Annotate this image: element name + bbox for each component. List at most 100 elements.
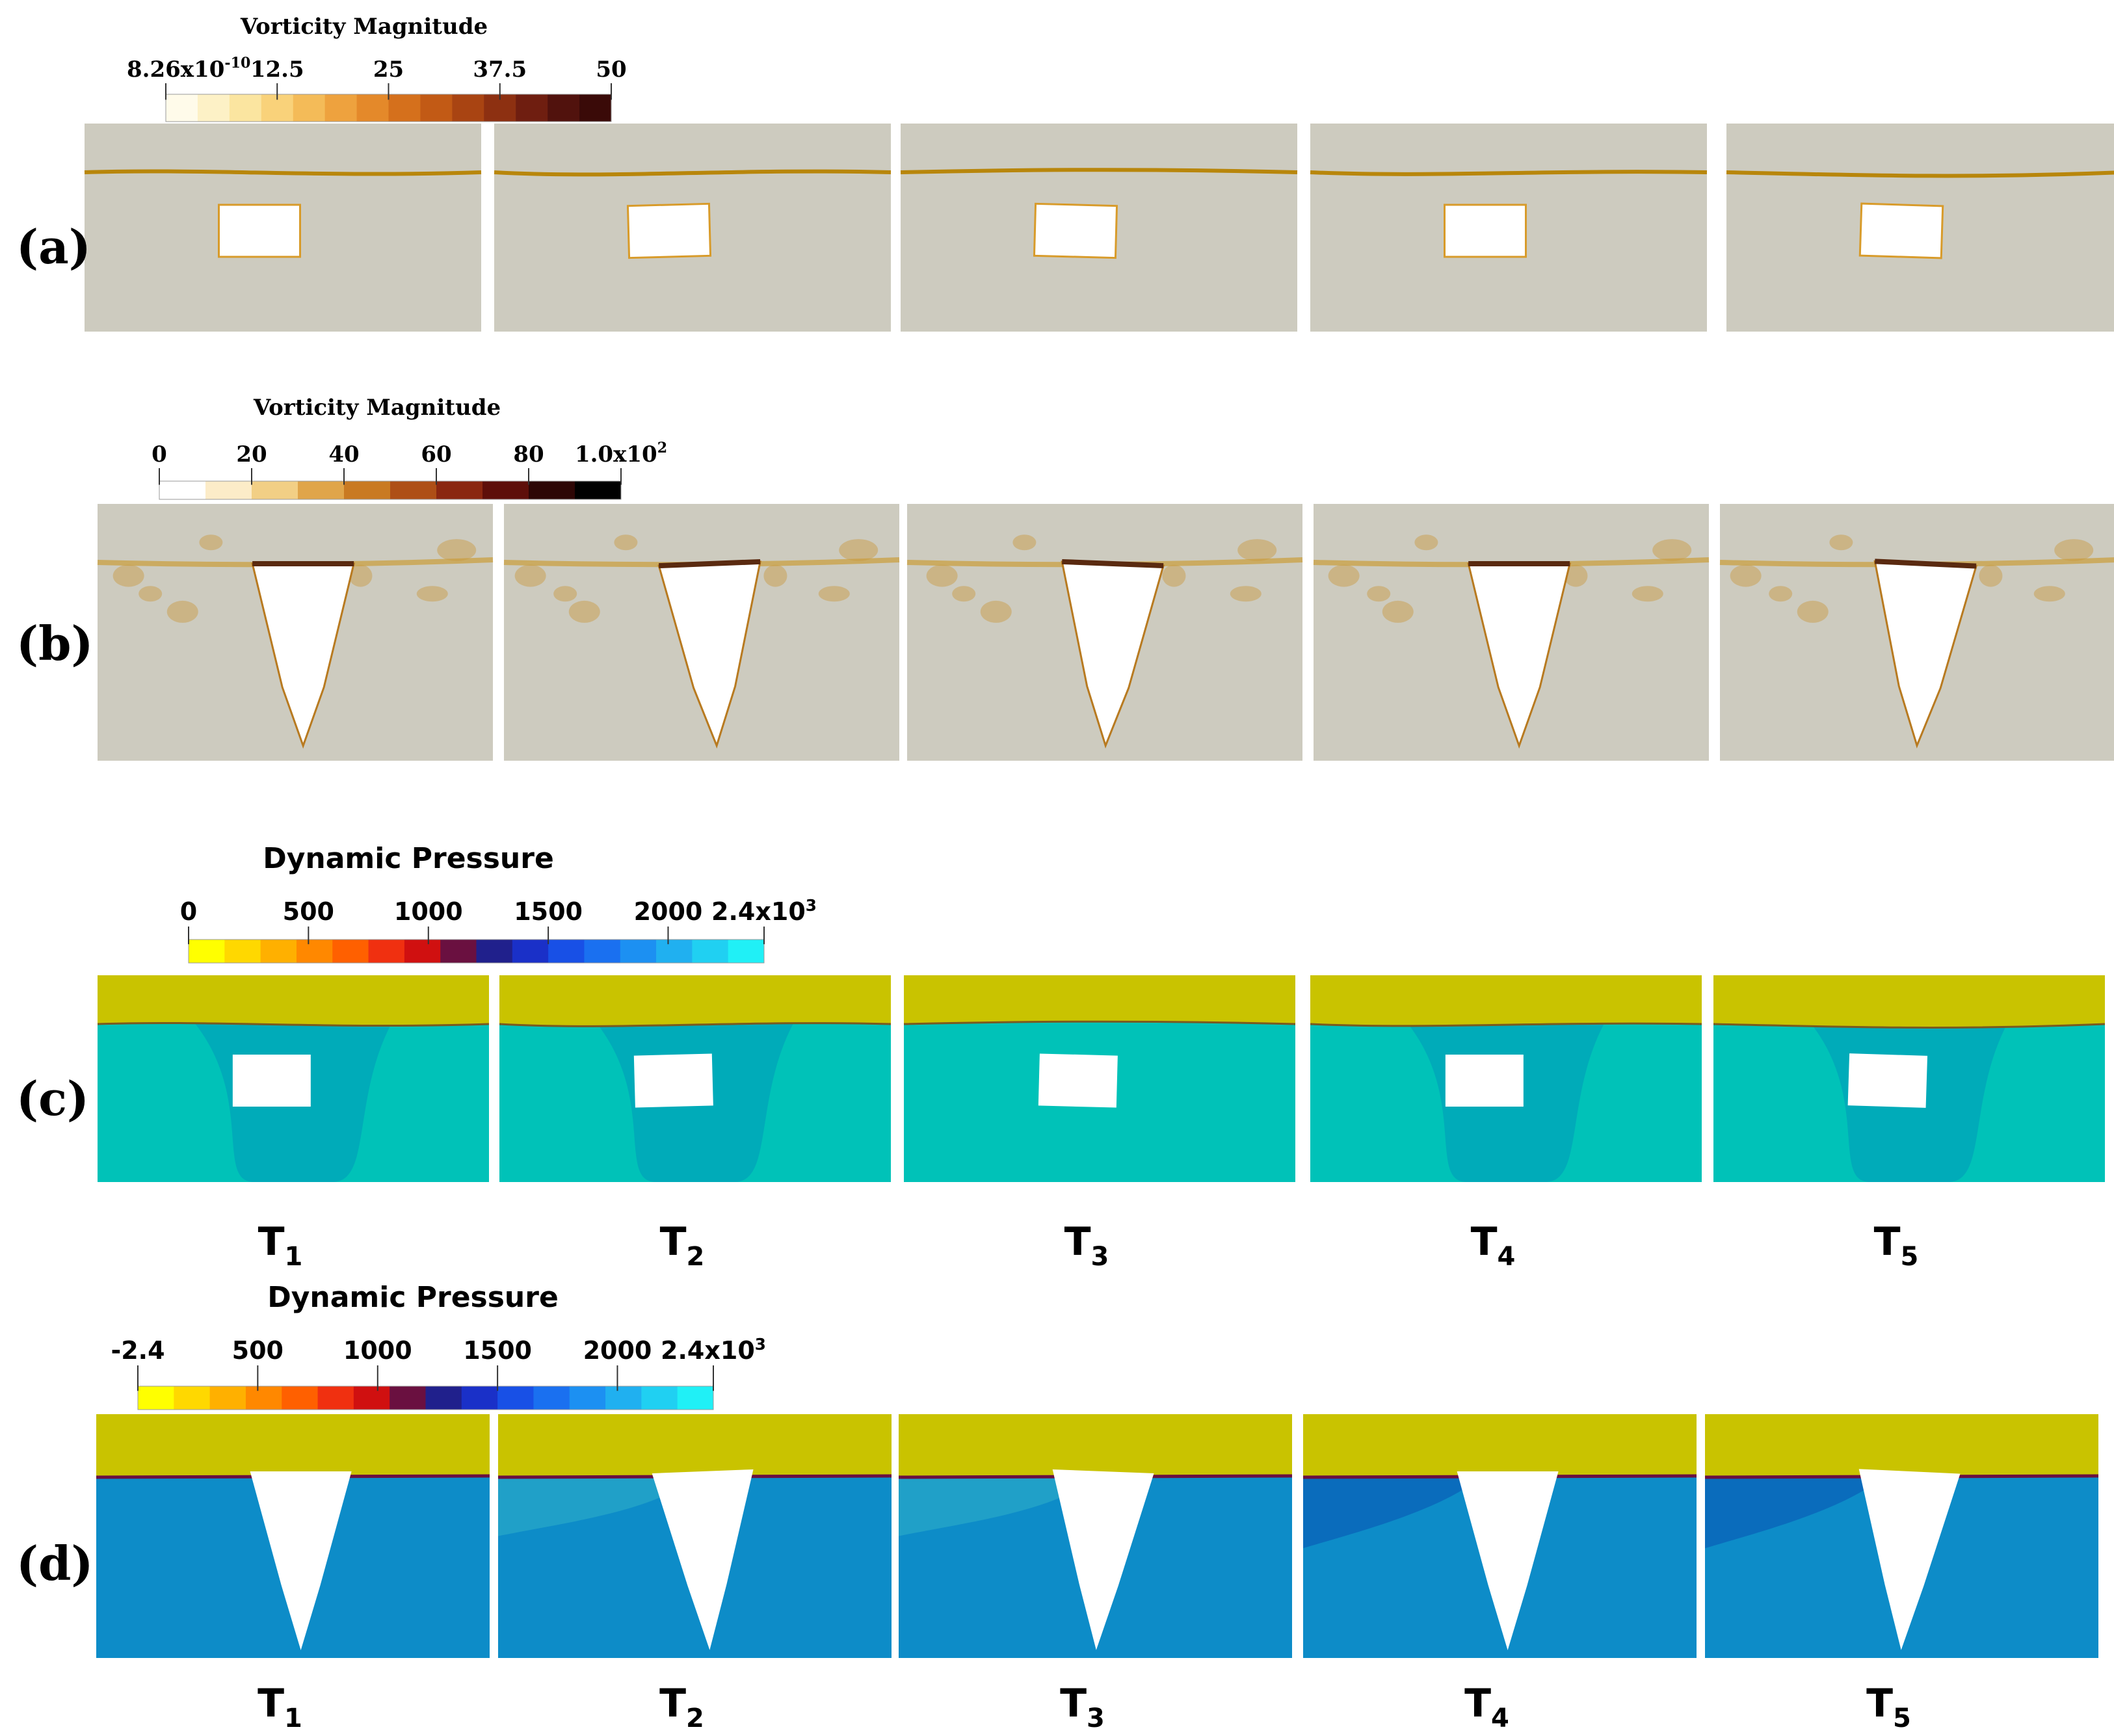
vortex-blob [1564, 564, 1588, 587]
colorbar-tick-label: 0 [180, 897, 197, 926]
free-surface-line [494, 169, 892, 177]
vortex-blob [199, 534, 223, 551]
air-region [98, 975, 489, 1026]
colorbar-tick-label: 60 [421, 441, 451, 467]
panel-d-t5 [1704, 1414, 2099, 1658]
colorbar-tick-label: 25 [373, 57, 404, 83]
panel-a-t1 [84, 124, 482, 332]
colorbar-swatch [209, 1386, 246, 1410]
colorbar-swatch [482, 481, 529, 499]
free-surface-line [1310, 170, 1708, 176]
colorbar-swatch [282, 1386, 319, 1410]
colorbar-swatch [512, 940, 549, 963]
vortex-blob [763, 564, 787, 587]
time-label-t3: T3 [1060, 1681, 1105, 1733]
vortex-blob [952, 586, 976, 602]
colorbar-swatch [189, 940, 225, 963]
time-subscript: 1 [284, 1703, 302, 1733]
air-region [1303, 1414, 1697, 1477]
vortex-blob [614, 534, 638, 551]
air-region [899, 1414, 1292, 1477]
colorbar-tick-label: 2.4x103 [661, 1335, 766, 1365]
panel-d-t3 [898, 1414, 1293, 1658]
colorbar-swatch [420, 94, 453, 122]
colorbar-swatch [533, 1386, 570, 1410]
rectangular-body [633, 1053, 713, 1108]
panel-a-t4 [1310, 124, 1708, 332]
colorbar-swatch [579, 94, 612, 122]
time-label-t1: T1 [258, 1681, 302, 1733]
row-label: (a) [16, 219, 91, 274]
colorbar-swatch [324, 94, 358, 122]
colorbar-swatch [388, 94, 421, 122]
tick-exponent: -10 [224, 55, 250, 72]
colorbar-tick-label: 1000 [343, 1336, 412, 1365]
colorbar-swatch [138, 1386, 174, 1410]
panel-c-t3 [903, 975, 1296, 1182]
wedge-top-vortex [659, 559, 761, 569]
panel-c-t2 [499, 975, 892, 1182]
rectangular-body [626, 202, 712, 259]
colorbar-swatch [332, 940, 369, 963]
colorbar-swatch [197, 94, 230, 122]
colorbar-swatch [344, 481, 391, 499]
panel-b-t4 [1313, 504, 1710, 761]
time-subscript: 3 [1087, 1703, 1105, 1733]
air-region [904, 975, 1295, 1024]
colorbar-swatch [497, 1386, 534, 1410]
panel-c-t4 [1310, 975, 1702, 1182]
vortex-blob [139, 586, 163, 602]
colorbar-tick-label: 1.0x102 [575, 440, 667, 467]
pressure-high-zone [498, 1477, 695, 1536]
colorbar-swatch [205, 481, 252, 499]
rectangular-body [1444, 204, 1527, 258]
pressure-low-zone [1303, 1477, 1481, 1549]
vortex-blob [568, 600, 600, 623]
vortex-blob [1652, 539, 1692, 562]
colorbar-swatch [692, 940, 729, 963]
time-subscript: 2 [687, 1242, 705, 1272]
vortex-blob [1797, 600, 1829, 623]
colorbar-swatch [476, 940, 513, 963]
vortex-blob [1769, 586, 1793, 602]
panel-b-t3 [906, 504, 1303, 761]
vortex-blob [1829, 534, 1853, 551]
time-subscript: 1 [285, 1242, 303, 1272]
vortex-blob [416, 586, 448, 602]
colorbar-tick-label: 37.5 [473, 57, 527, 83]
tick-exponent: 2 [657, 440, 667, 456]
vortex-blob [1414, 534, 1438, 551]
vortex-blob [1230, 586, 1262, 602]
air-region [1705, 1414, 2098, 1477]
colorbar-swatch [224, 940, 261, 963]
colorbar-tick-label: 500 [232, 1336, 284, 1365]
colorbar-swatch [641, 1386, 678, 1410]
colorbar-swatch [390, 1386, 426, 1410]
colorbar-swatch [461, 1386, 498, 1410]
colorbar-swatch [548, 94, 580, 122]
air-region [1713, 975, 2105, 1028]
free-surface-line [97, 1021, 490, 1027]
colorbar-swatch [293, 94, 326, 122]
row-label: (b) [16, 616, 93, 671]
colorbar-swatch [452, 94, 484, 122]
colorbar-tick-label: 80 [513, 441, 544, 467]
colorbar-swatch [260, 940, 297, 963]
free-surface-line [1726, 170, 2114, 178]
time-subscript: 5 [1893, 1703, 1911, 1733]
colorbar-frame [159, 480, 622, 500]
pressure-high-zone [899, 1477, 1096, 1536]
free-surface-line [84, 169, 482, 176]
vortex-blob [349, 564, 373, 587]
row-label: (d) [16, 1536, 93, 1591]
colorbar-title: Dynamic Pressure [263, 842, 554, 875]
colorbar-swatch [159, 481, 206, 499]
colorbar-swatch [548, 940, 585, 963]
